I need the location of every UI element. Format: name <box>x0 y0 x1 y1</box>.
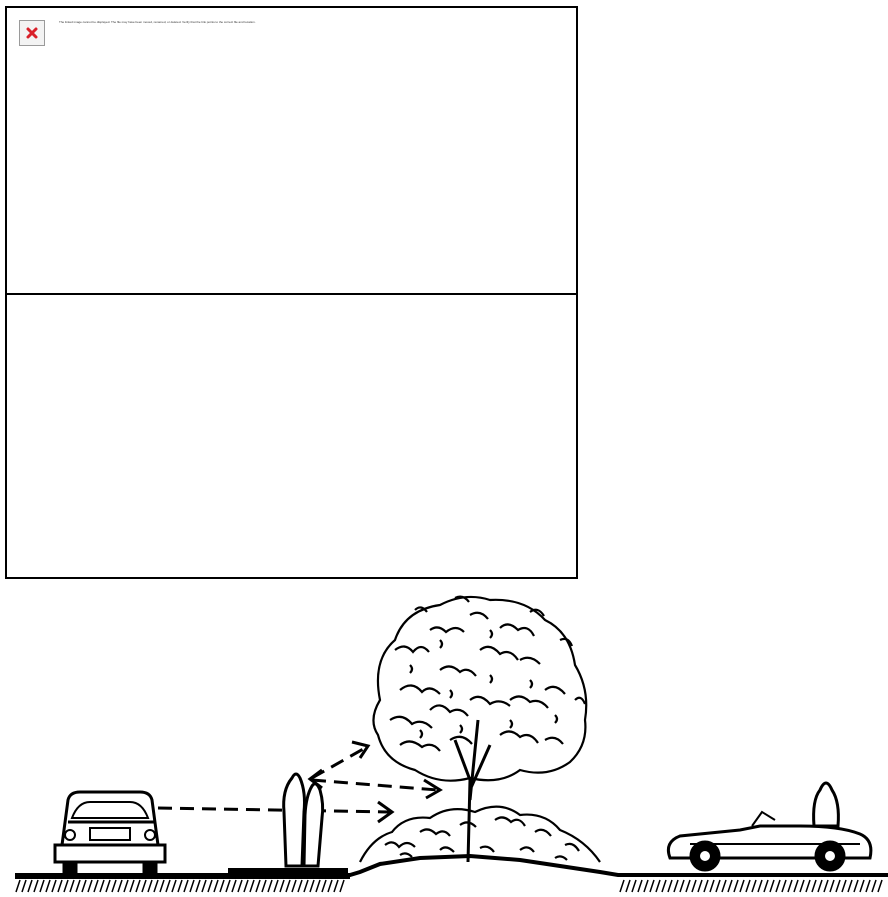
pedestrian-icon <box>284 774 323 866</box>
tree-trunk <box>455 720 490 862</box>
broken-image-message: The linked image cannot be displayed. Th… <box>59 20 256 24</box>
convertible-car-icon <box>668 783 871 870</box>
frame-divider <box>7 293 576 295</box>
arrowheads <box>310 742 440 822</box>
roadside-illustration <box>0 585 888 897</box>
broken-image-frame: The linked image cannot be displayed. Th… <box>5 6 578 579</box>
car-front-icon <box>55 792 165 876</box>
tree-icon <box>373 597 586 781</box>
broken-image-icon <box>23 24 41 42</box>
shrub <box>360 807 600 862</box>
broken-image-placeholder <box>19 20 45 46</box>
